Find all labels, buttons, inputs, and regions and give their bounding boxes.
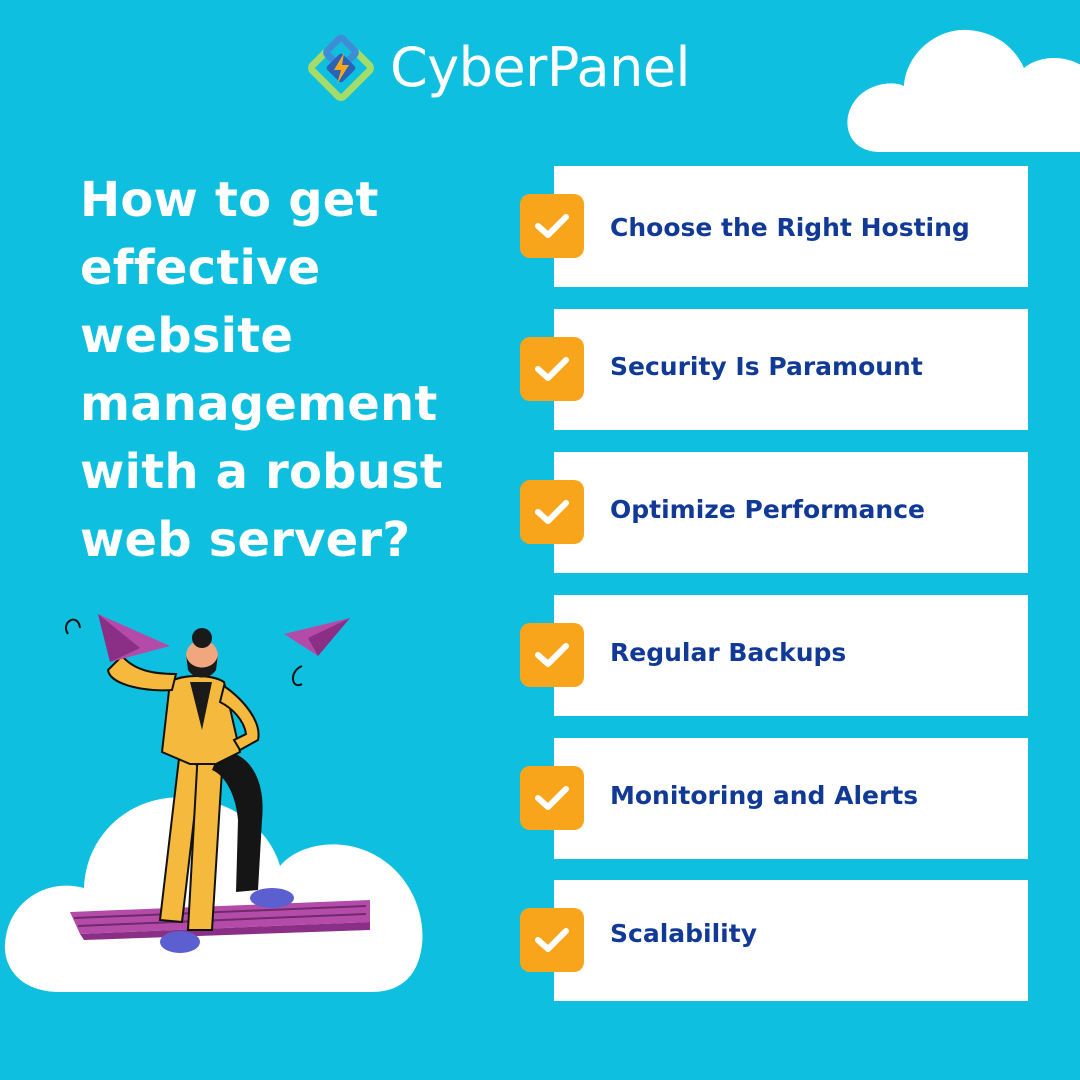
paper-plane-icon xyxy=(284,618,350,687)
checklist-item: Optimize Performance xyxy=(520,452,1030,573)
headline: How to get effective website management … xyxy=(80,172,444,568)
checklist-card xyxy=(554,880,1028,1001)
checkmark-icon xyxy=(520,480,584,544)
checkmark-icon xyxy=(520,766,584,830)
checklist-item: Monitoring and Alerts xyxy=(520,738,1030,859)
paper-plane-icon xyxy=(65,614,170,662)
checklist-item: Scalability xyxy=(520,880,1030,1001)
checklist-item: Choose the Right Hosting xyxy=(520,166,1030,287)
checklist-item-label: Choose the Right Hosting xyxy=(610,213,970,242)
brand-name: CyberPanel xyxy=(390,36,691,99)
checkmark-icon xyxy=(520,337,584,401)
checklist-card xyxy=(554,452,1028,573)
checklist-item-label: Optimize Performance xyxy=(610,495,925,524)
checkmark-icon xyxy=(520,623,584,687)
checklist-card xyxy=(554,309,1028,430)
checklist-item: Regular Backups xyxy=(520,595,1030,716)
checklist-item-label: Regular Backups xyxy=(610,638,847,667)
checklist-item-label: Scalability xyxy=(610,919,757,948)
cloud-top-right xyxy=(847,29,1080,152)
cyberpanel-logo-icon xyxy=(308,34,374,101)
man-with-paper-planes-illustration xyxy=(65,614,370,953)
brand-logo: CyberPanel xyxy=(306,28,691,108)
checklist-item-label: Security Is Paramount xyxy=(610,352,923,381)
checklist-card xyxy=(554,738,1028,859)
checkmark-icon xyxy=(520,908,584,972)
book-icon xyxy=(70,900,370,940)
checklist-card xyxy=(554,595,1028,716)
checkmark-icon xyxy=(520,194,584,258)
checklist-card xyxy=(554,166,1028,287)
checklist-item: Security Is Paramount xyxy=(520,309,1030,430)
checklist-item-label: Monitoring and Alerts xyxy=(610,781,919,810)
